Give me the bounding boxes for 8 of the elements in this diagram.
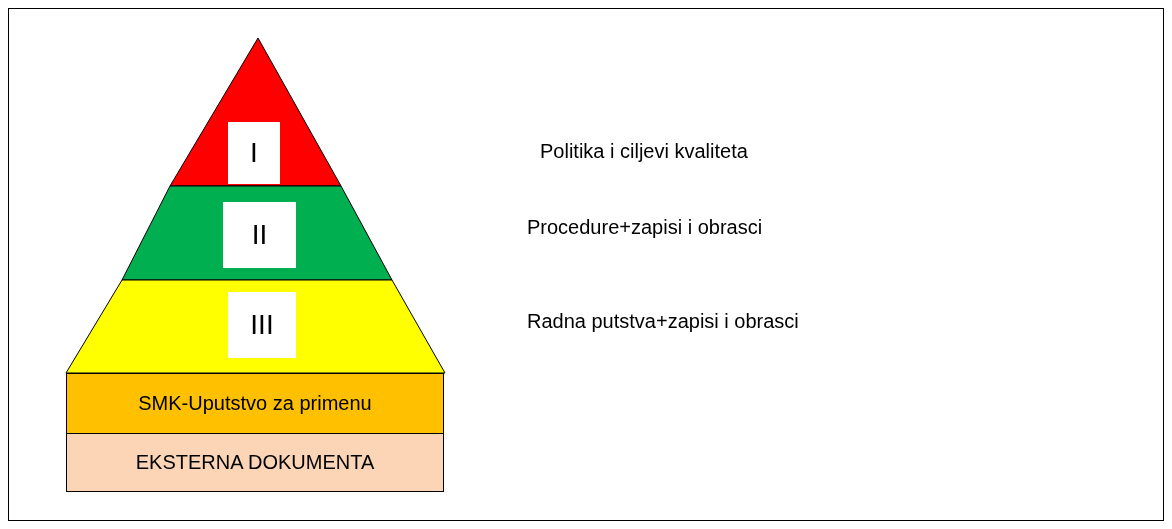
tier-description: Politika i ciljevi kvaliteta <box>540 140 748 163</box>
tier-description: Procedure+zapisi i obrasci <box>527 216 763 239</box>
tier-description: Radna putstva+zapisi i obrasci <box>527 310 799 333</box>
base-band: EKSTERNA DOKUMENTA <box>66 433 444 492</box>
tier-number: I <box>228 122 280 184</box>
base-band: SMK-Uputstvo za primenu <box>66 373 444 434</box>
tier-number: III <box>228 292 296 358</box>
tier-number: II <box>223 202 296 268</box>
